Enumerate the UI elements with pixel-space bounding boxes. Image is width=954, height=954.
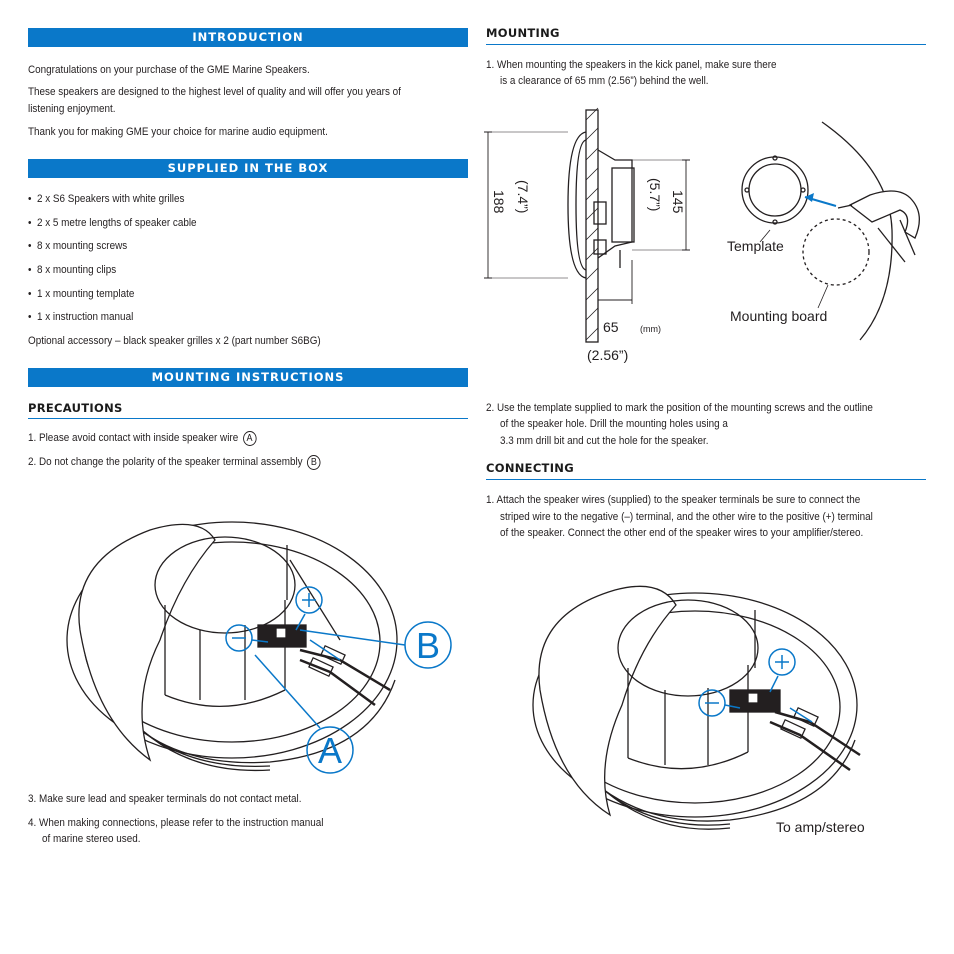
intro-paragraph-1: Congratulations on your purchase of the … <box>28 64 310 76</box>
precaution-4b: of marine stereo used. <box>42 833 141 845</box>
precaution-1: 1. Please avoid contact with inside spea… <box>28 430 257 447</box>
mounting-step-2b: of the speaker hole. Drill the mounting … <box>500 418 728 430</box>
dim-145: 145 <box>670 190 686 214</box>
box-item: • 2 x S6 Speakers with white grilles <box>28 193 185 205</box>
connecting-rule <box>486 479 926 480</box>
precaution-4a: 4. When making connections, please refer… <box>28 817 324 829</box>
box-item: • 8 x mounting screws <box>28 240 128 252</box>
callout-b-marker: B <box>307 454 321 470</box>
mounting-board-label: Mounting board <box>730 308 827 324</box>
dim-2-56-in: (2.56”) <box>587 347 628 363</box>
dim-7-4-in: (7.4”) <box>515 180 531 213</box>
connecting-step-1a: 1. Attach the speaker wires (supplied) t… <box>486 494 861 506</box>
intro-paragraph-2b: listening enjoyment. <box>28 103 116 115</box>
introduction-header: INTRODUCTION <box>28 28 468 47</box>
intro-paragraph-2a: These speakers are designed to the highe… <box>28 86 401 98</box>
mounting-heading: MOUNTING <box>486 26 560 40</box>
box-item: • 1 x mounting template <box>28 288 135 300</box>
dim-5-7-in: (5.7”) <box>647 178 663 211</box>
dim-mm: (mm) <box>640 324 661 334</box>
template-label: Template <box>727 238 784 254</box>
connecting-step-1b: striped wire to the negative (–) termina… <box>500 511 873 523</box>
dim-65: 65 <box>603 319 619 335</box>
mounting-step-1a: 1. When mounting the speakers in the kic… <box>486 59 777 71</box>
connecting-step-1c: of the speaker. Connect the other end of… <box>500 527 864 539</box>
precaution-2: 2. Do not change the polarity of the spe… <box>28 454 321 471</box>
to-amp-stereo-label: To amp/stereo <box>776 819 865 835</box>
precaution-3: 3. Make sure lead and speaker terminals … <box>28 793 302 805</box>
box-item: • 1 x instruction manual <box>28 311 134 323</box>
precautions-rule <box>28 418 468 419</box>
supplied-header: SUPPLIED IN THE BOX <box>28 159 468 178</box>
optional-accessory: Optional accessory – black speaker grill… <box>28 335 321 347</box>
connecting-heading: CONNECTING <box>486 461 574 475</box>
callout-a-letter: A <box>318 730 342 771</box>
mounting-step-1b: is a clearance of 65 mm (2.56”) behind t… <box>500 75 709 87</box>
mounting-step-2a: 2. Use the template supplied to mark the… <box>486 402 873 414</box>
box-item: • 2 x 5 metre lengths of speaker cable <box>28 217 197 229</box>
callout-b-letter: B <box>416 625 440 666</box>
intro-paragraph-3: Thank you for making GME your choice for… <box>28 126 328 138</box>
mounting-step-2c: 3.3 mm drill bit and cut the hole for th… <box>500 435 709 447</box>
mounting-rule <box>486 44 926 45</box>
dim-188: 188 <box>491 190 507 214</box>
box-item: • 8 x mounting clips <box>28 264 117 276</box>
mounting-instructions-header: MOUNTING INSTRUCTIONS <box>28 368 468 387</box>
callout-a-marker: A <box>242 430 257 446</box>
precautions-heading: PRECAUTIONS <box>28 401 123 415</box>
